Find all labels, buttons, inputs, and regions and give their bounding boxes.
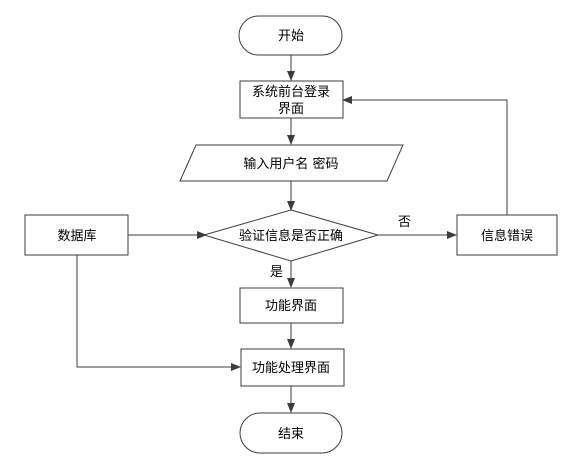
login-ui-node: 系统前台登录 界面 [239,80,344,119]
database-node: 数据库 [24,214,129,256]
function-ui-label: 功能界面 [265,299,317,314]
error-label: 信息错误 [481,228,533,244]
database-label: 数据库 [57,228,96,244]
login-ui-label-line2: 界面 [278,102,304,117]
no-branch-label: 否 [398,215,411,230]
end-node: 结束 [239,412,343,454]
start-label: 开始 [278,29,304,44]
arrow-database-to-process-ui [76,255,241,371]
input-node: 输入用户名 密码 [179,144,404,182]
process-ui-node: 功能处理界面 [240,348,345,387]
decision-label: 验证信息是否正确 [239,228,343,244]
start-node: 开始 [238,15,343,56]
input-label: 输入用户名 密码 [243,156,338,172]
login-ui-label-line1: 系统前台登录 [252,84,330,100]
decision-node: 验证信息是否正确 [202,209,380,262]
process-ui-label: 功能处理界面 [252,361,330,376]
arrow-error-to-login [342,96,508,215]
end-label: 结束 [278,427,304,442]
function-ui-node: 功能界面 [239,287,344,324]
error-node: 信息错误 [456,214,558,256]
yes-branch-label: 是 [270,265,283,280]
